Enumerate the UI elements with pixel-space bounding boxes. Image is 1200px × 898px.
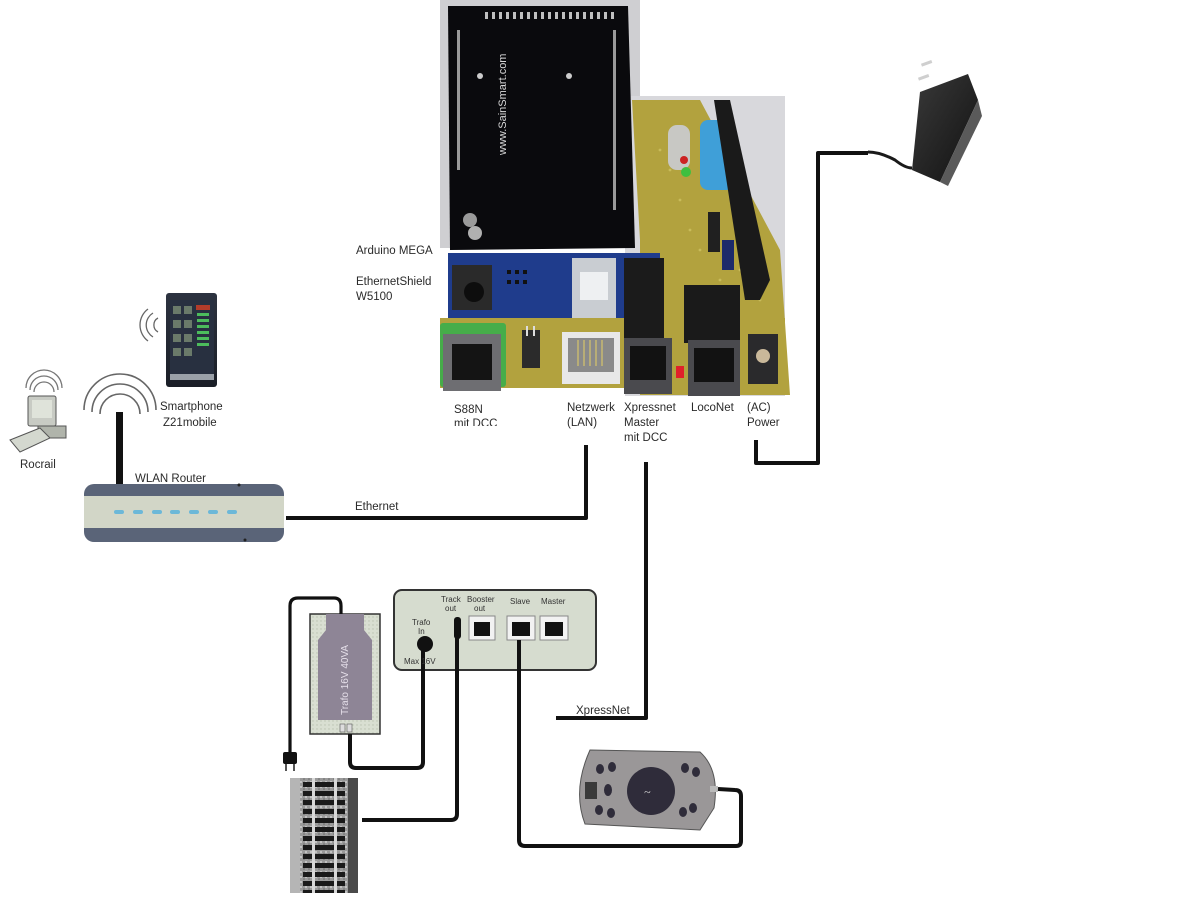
wires — [286, 151, 868, 848]
track-sleeper — [303, 845, 345, 850]
wifi-waves-icon — [83, 373, 157, 415]
slave-socket — [512, 622, 530, 636]
label-rocrail: Rocrail — [20, 459, 56, 471]
label-port-ac-power-line2: Power — [747, 417, 780, 429]
label-master: Master — [541, 597, 566, 606]
label-port-s88n: S88N — [454, 404, 483, 416]
track-sleeper — [303, 881, 345, 886]
label-port-xpressnet: Xpressnet — [624, 402, 676, 414]
label-port-s88n-clip: mit DCC — [454, 418, 514, 426]
track-sleeper — [303, 791, 345, 796]
track-sleeper — [303, 854, 345, 859]
track-sleeper — [303, 827, 345, 832]
silkscreen-text: www.SainSmart.com — [497, 54, 509, 156]
wire-trafo — [348, 650, 425, 770]
wire-throttle — [517, 640, 743, 848]
label-track-out-line2: out — [445, 604, 457, 613]
wire-mains — [288, 596, 343, 752]
wire-ac-power — [754, 151, 868, 465]
label-booster-out-line2: out — [474, 604, 486, 613]
track-sleeper — [303, 863, 345, 868]
smartphone-device — [139, 293, 217, 387]
label-w5100: W5100 — [356, 291, 393, 303]
track-sleeper — [303, 800, 345, 805]
wifi-waves-icon — [25, 369, 63, 393]
arduino-mega-pcb — [448, 6, 635, 250]
mains-plug — [283, 752, 297, 771]
label-ethernet-shield: EthernetShield — [356, 276, 432, 288]
track-segment — [290, 778, 358, 895]
arduino-board-photo: www.SainSmart.com — [440, 0, 790, 396]
track-sleeper — [303, 782, 345, 787]
label-z21mobile: Z21mobile — [163, 417, 217, 429]
label-port-lan-line2: (LAN) — [567, 417, 598, 429]
label-max-voltage: Max 16V — [404, 657, 436, 666]
label-smartphone: Smartphone — [160, 401, 223, 413]
label-ethernet: Ethernet — [355, 501, 399, 513]
power-adapter — [867, 60, 982, 186]
label-port-xpressnet-line2: Master — [624, 417, 660, 429]
rocrail-pc — [9, 369, 67, 453]
label-port-xpressnet-line3: mit DCC — [624, 432, 668, 444]
track-out-socket — [454, 617, 461, 639]
label-port-ac-power: (AC) — [747, 402, 771, 414]
handheld-throttle: ~ — [579, 749, 718, 831]
label-port-lan: Netzwerk — [567, 402, 615, 414]
master-socket — [545, 622, 563, 636]
track-sleeper — [303, 836, 345, 841]
label-port-loconet: LocoNet — [691, 402, 734, 414]
router-leds — [114, 510, 237, 514]
track-sleeper — [303, 809, 345, 814]
transformer-label: Trafo 16V 40VA — [340, 645, 351, 715]
label-booster-out: Booster — [467, 595, 495, 604]
throttle-logo: ~ — [644, 785, 651, 799]
label-slave: Slave — [510, 597, 531, 606]
label-xpressnet-link: XpressNet — [576, 705, 630, 717]
label-arduino-mega: Arduino MEGA — [356, 245, 433, 257]
led-red — [676, 366, 684, 378]
label-trafo-in-line2: In — [418, 627, 425, 636]
transformer: Trafo 16V 40VA — [309, 613, 381, 735]
wifi-waves-icon — [139, 308, 159, 342]
label-wlan-router: WLAN Router — [135, 473, 206, 485]
label-trafo-in: Trafo — [412, 618, 431, 627]
voltage-regulator — [714, 100, 770, 300]
router-antenna — [116, 412, 123, 488]
capacitor-white — [668, 125, 690, 170]
wire-xpressnet — [556, 462, 648, 720]
wire-ethernet — [286, 445, 588, 520]
wlan-router — [83, 373, 284, 542]
trafo-in-socket — [417, 636, 433, 652]
track-sleeper — [303, 818, 345, 823]
wire-track — [362, 638, 459, 822]
booster-out-socket — [474, 622, 490, 636]
booster-box — [393, 589, 597, 671]
track-sleeper — [303, 872, 345, 877]
label-port-s88n-line2: mit DCC — [454, 418, 498, 426]
label-track-out: Track — [441, 595, 461, 604]
